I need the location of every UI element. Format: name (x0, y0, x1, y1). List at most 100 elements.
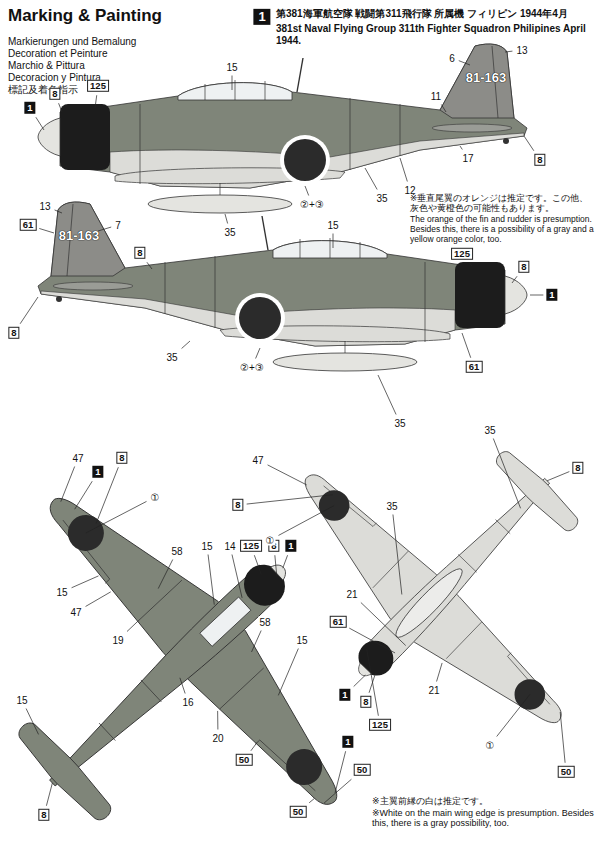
leader-line (324, 779, 351, 803)
leader-line (180, 678, 185, 694)
leader-line (497, 694, 530, 736)
note-text: Marchio & Pittura (8, 60, 228, 72)
side-view-left (38, 44, 527, 213)
callout-number: 21 (427, 685, 440, 696)
marking-number: 8 (38, 809, 49, 821)
leader-line (361, 603, 406, 646)
leader-line (278, 506, 334, 536)
note-text: Decoration et Peinture (8, 48, 228, 60)
marking-number: 125 (87, 80, 109, 92)
sheet-title: Marking & Painting (8, 6, 162, 26)
leader-line (275, 555, 277, 576)
callout-number: 35 (375, 193, 388, 204)
leader-line (208, 555, 214, 605)
leader-line (46, 783, 52, 806)
leader-line (86, 592, 111, 607)
top-view (0, 417, 424, 841)
marking-number: 1 (92, 466, 103, 478)
leader-line (268, 465, 307, 485)
marking-number: 125 (451, 248, 473, 260)
callout-number: 35 (385, 501, 398, 512)
callout-number: 11 (430, 91, 442, 102)
callout-number: 21 (345, 589, 358, 600)
leader-line (217, 711, 218, 730)
leader-line (524, 136, 534, 151)
tail-code: 81-163 (466, 71, 506, 85)
leader-line (55, 210, 62, 213)
marking-number: 61 (20, 219, 37, 231)
callout-number: ②+③ (299, 199, 325, 210)
callout-number: ① (485, 740, 496, 751)
leader-line (158, 560, 173, 589)
callout-number: 47 (251, 455, 264, 466)
callout-number: 17 (461, 153, 474, 164)
callout-number: 15 (55, 587, 68, 598)
leader-line (225, 214, 228, 224)
leader-line (305, 186, 309, 196)
leader-line (36, 117, 44, 130)
note-text: The orange of the fin and rudder is pres… (410, 215, 598, 244)
callout-number: 16 (181, 697, 194, 708)
callout-number: 47 (71, 453, 84, 464)
note-text: Decoracion y Pintura (8, 72, 228, 84)
callout-number: 35 (483, 425, 496, 436)
leader-line (400, 158, 407, 182)
leader-line (335, 751, 346, 793)
callout-number: 47 (69, 607, 82, 618)
callout-number: 15 (326, 220, 339, 231)
leader-line (462, 333, 471, 358)
leader-line (278, 649, 298, 696)
marking-number: 125 (240, 540, 262, 552)
top-surface (0, 417, 424, 841)
marking-number: 50 (290, 806, 307, 818)
note-text: 第381海軍航空隊 戦闘第311飛行隊 所属機 フィリピン 1944年4月 (276, 8, 594, 20)
leader-line (232, 555, 242, 598)
callout-number: 15 (200, 541, 213, 552)
leader-line (459, 61, 470, 65)
marking-number: 1 (339, 689, 350, 701)
tail-code: 81-163 (59, 229, 99, 243)
leader-line (39, 228, 54, 233)
leader-line (251, 743, 257, 751)
callout-number: 14 (223, 541, 236, 552)
leader-line (59, 103, 62, 112)
marking-number: 8 (49, 88, 60, 100)
note-text: 381st Naval Flying Group 311th Fighter S… (276, 23, 594, 46)
marking-number: 50 (354, 764, 371, 776)
callout-number: ②+③ (239, 362, 265, 373)
leader-line (393, 515, 402, 595)
leader-line (61, 467, 75, 502)
callout-number: ① (150, 492, 161, 503)
leader-line (20, 297, 38, 324)
note-text: ※主翼前縁の白は推定です。 (372, 796, 594, 806)
leader-line (72, 576, 99, 588)
callout-number: ① (265, 535, 276, 546)
marking-number: 8 (572, 462, 583, 474)
callout-number: 35 (223, 227, 236, 238)
marking-number: 50 (558, 766, 575, 778)
callout-number: 7 (114, 220, 122, 231)
callout-number: 19 (111, 635, 124, 646)
marking-number: 1 (342, 736, 353, 748)
leader-line (349, 628, 395, 653)
callout-number: 35 (165, 352, 178, 363)
marking-number: 1 (546, 289, 557, 301)
leader-line (560, 712, 565, 763)
leader-line (247, 495, 333, 504)
marking-number: 8 (534, 154, 545, 166)
leader-line (283, 555, 288, 568)
leader-line (505, 51, 512, 53)
marking-number: 50 (236, 754, 253, 766)
callout-number: 13 (38, 201, 51, 212)
leader-line (75, 481, 93, 509)
leader-line (26, 709, 38, 735)
bottom-view (235, 359, 598, 796)
callout-number: 58 (258, 617, 271, 628)
leader-line (530, 295, 543, 296)
canopy (200, 597, 251, 646)
leader-line (127, 621, 138, 631)
marking-number: 8 (232, 499, 243, 511)
leader-line (309, 799, 314, 803)
callout-number: 15 (225, 62, 238, 73)
marking-number: 61 (466, 361, 483, 373)
